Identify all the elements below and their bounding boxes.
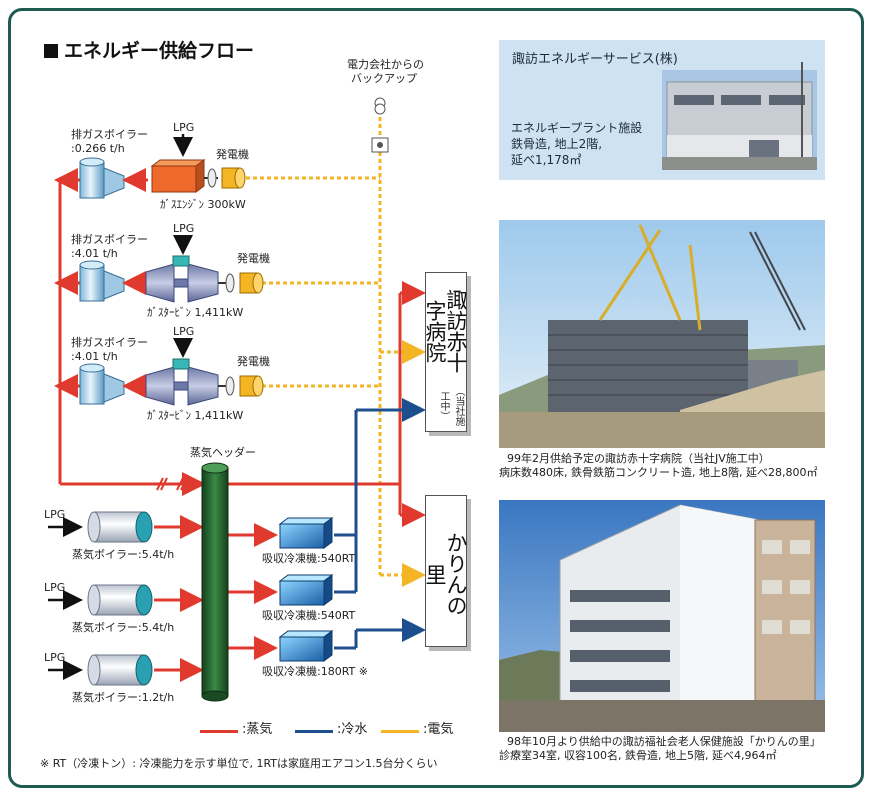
legend-steam-label: :蒸気 xyxy=(242,722,273,737)
gas-engine xyxy=(150,159,218,193)
chiller-2 xyxy=(278,574,334,606)
plant-line1: エネルギープラント施設 xyxy=(511,121,643,135)
hospital-caption-2: 病床数480床, 鉄骨鉄筋コンクリート造, 地上8階, 延べ28,800㎡ xyxy=(499,466,818,479)
exhaust-arrows xyxy=(122,168,148,398)
backup-label-line1: 電力会社からの xyxy=(347,58,424,71)
steam-boiler-2 xyxy=(87,584,153,616)
steam-boiler-1-label: 蒸気ボイラー:5.4t/h xyxy=(72,548,175,561)
hospital-caption-1: 99年2月供給予定の諏訪赤十字病院（当社JV施工中） xyxy=(507,452,770,465)
exhaust-boiler-1 xyxy=(79,157,125,199)
hospital-sub: （当社施工中） xyxy=(438,386,464,426)
karin-name: かりんの里 xyxy=(423,532,468,616)
steam-boiler-1-lpg: LPG xyxy=(44,508,66,521)
lpg-arrows xyxy=(48,134,193,680)
destination-karin: かりんの里 xyxy=(423,495,468,647)
photo-hospital xyxy=(499,220,825,448)
photo-karin xyxy=(499,500,825,732)
electricity-lines xyxy=(246,110,426,587)
gas-turbine-2-label: ｶﾞｽﾀｰﾋﾞﾝ 1,411kW xyxy=(147,409,244,422)
plant-company: 諏訪エネルギーサービス(株) xyxy=(512,52,678,67)
title-text: エネルギー供給フロー xyxy=(64,40,255,62)
karin-caption-1: 98年10月より供給中の諏訪福祉会老人保健施設「かりんの里」 xyxy=(507,735,821,748)
lpg-label-1: LPG xyxy=(173,121,195,134)
legend-electricity-swatch xyxy=(381,730,419,733)
gas-turbine-1-label: ｶﾞｽﾀｰﾋﾞﾝ 1,411kW xyxy=(147,306,244,319)
generator-2 xyxy=(239,272,264,294)
steam-boiler-2-label: 蒸気ボイラー:5.4t/h xyxy=(72,621,175,634)
gas-engine-label: ｶﾞｽｴﾝｼﾞﾝ 300kW xyxy=(160,198,246,211)
destination-hospital: 諏訪赤十字病院 （当社施工中） xyxy=(423,272,468,432)
legend-electricity-label: :電気 xyxy=(423,722,454,737)
backup-label-line2: バックアップ xyxy=(351,72,417,85)
exhaust-boiler-3-capacity: :4.01 t/h xyxy=(71,350,118,363)
steam-boiler-2-lpg: LPG xyxy=(44,581,66,594)
generator-1 xyxy=(221,167,246,189)
exhaust-boiler-3-label: 排ガスボイラー xyxy=(71,336,148,349)
steam-boiler-3-label: 蒸気ボイラー:1.2t/h xyxy=(72,691,175,704)
chiller-3 xyxy=(278,630,334,662)
footnote: ※ RT（冷凍トン）: 冷凍能力を示す単位で, 1RTは家庭用エアコン1.5台分… xyxy=(40,757,438,770)
legend-steam-swatch xyxy=(200,730,238,733)
exhaust-boiler-2 xyxy=(79,260,125,302)
generator-3 xyxy=(239,375,264,397)
gas-turbine-1 xyxy=(145,255,235,303)
generator-3-label: 発電機 xyxy=(237,355,270,368)
title-square-icon xyxy=(44,44,58,58)
steam-header xyxy=(201,462,229,702)
plant-line2: 鉄骨造, 地上2階, xyxy=(511,137,603,151)
cold-water-lines xyxy=(334,398,426,650)
exhaust-boiler-1-capacity: :0.266 t/h xyxy=(71,142,125,155)
steam-header-label: 蒸気ヘッダー xyxy=(190,446,256,459)
steam-boiler-1 xyxy=(87,511,153,543)
chiller-1-label: 吸収冷凍機:540RT xyxy=(262,552,356,565)
exhaust-boiler-1-label: 排ガスボイラー xyxy=(71,128,148,141)
chiller-2-label: 吸収冷凍機:540RT xyxy=(262,609,356,622)
steam-boiler-3-lpg: LPG xyxy=(44,651,66,664)
exhaust-boiler-3 xyxy=(79,363,125,405)
generator-1-label: 発電機 xyxy=(216,148,249,161)
karin-caption-2: 診療室34室, 収容100名, 鉄骨造, 地上5階, 延べ4,964㎡ xyxy=(499,749,777,762)
steam-breaks xyxy=(156,477,188,491)
exhaust-boiler-2-label: 排ガスボイラー xyxy=(71,233,148,246)
legend-water-label: :冷水 xyxy=(337,722,368,737)
hospital-name: 諏訪赤十字病院 xyxy=(423,289,468,373)
chiller-3-label: 吸収冷凍機:180RT ※ xyxy=(262,665,368,678)
gas-turbine-2 xyxy=(145,358,235,406)
plant-building-image xyxy=(662,62,817,170)
lpg-label-3: LPG xyxy=(173,325,195,338)
generator-2-label: 発電機 xyxy=(237,252,270,265)
exhaust-boiler-2-capacity: :4.01 t/h xyxy=(71,247,118,260)
legend-water-swatch xyxy=(295,730,333,733)
steam-lines xyxy=(54,168,426,682)
page-title: エネルギー供給フロー xyxy=(44,36,254,63)
backup-transformer xyxy=(371,97,389,153)
steam-boiler-3 xyxy=(87,654,153,686)
photo-plant: 諏訪エネルギーサービス(株) エネルギープラント施設 鉄骨造, 地上2階, 延べ… xyxy=(499,40,825,180)
lpg-label-2: LPG xyxy=(173,222,195,235)
chiller-1 xyxy=(278,517,334,549)
plant-line3: 延べ1,178㎡ xyxy=(511,153,582,167)
